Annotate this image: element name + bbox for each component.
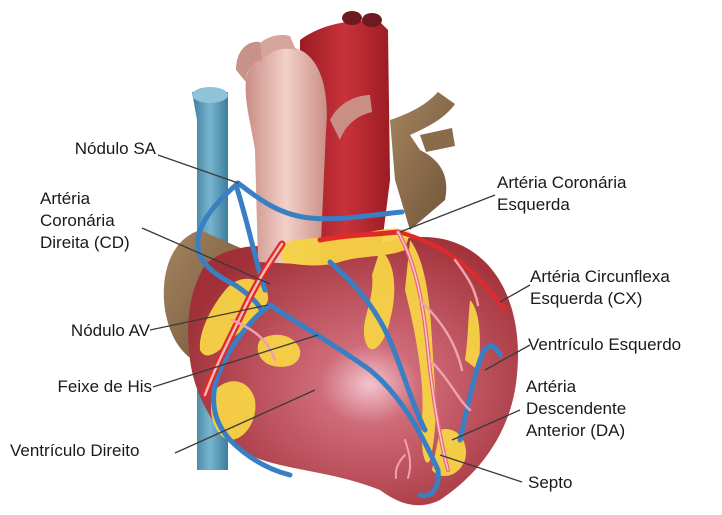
label-septo: Septo (528, 472, 572, 494)
label-arteria-coronaria-esquerda: Artéria Coronária Esquerda (497, 172, 626, 216)
aorta (246, 47, 327, 265)
label-ventriculo-esquerdo: Ventrículo Esquerdo (528, 334, 681, 356)
label-arteria-circunflexa-esquerda: Artéria Circunflexa Esquerda (CX) (530, 266, 670, 310)
left-atrium (390, 92, 455, 230)
label-feixe-de-his: Feixe de His (20, 376, 152, 398)
label-arteria-descendente-anterior: Artéria Descendente Anterior (DA) (526, 376, 626, 442)
label-nodulo-av: Nódulo AV (30, 320, 150, 342)
label-ventriculo-direito: Ventrículo Direito (10, 440, 139, 462)
label-nodulo-sa: Nódulo SA (40, 138, 156, 160)
label-arteria-coronaria-direita: Artéria Coronária Direita (CD) (40, 188, 130, 254)
